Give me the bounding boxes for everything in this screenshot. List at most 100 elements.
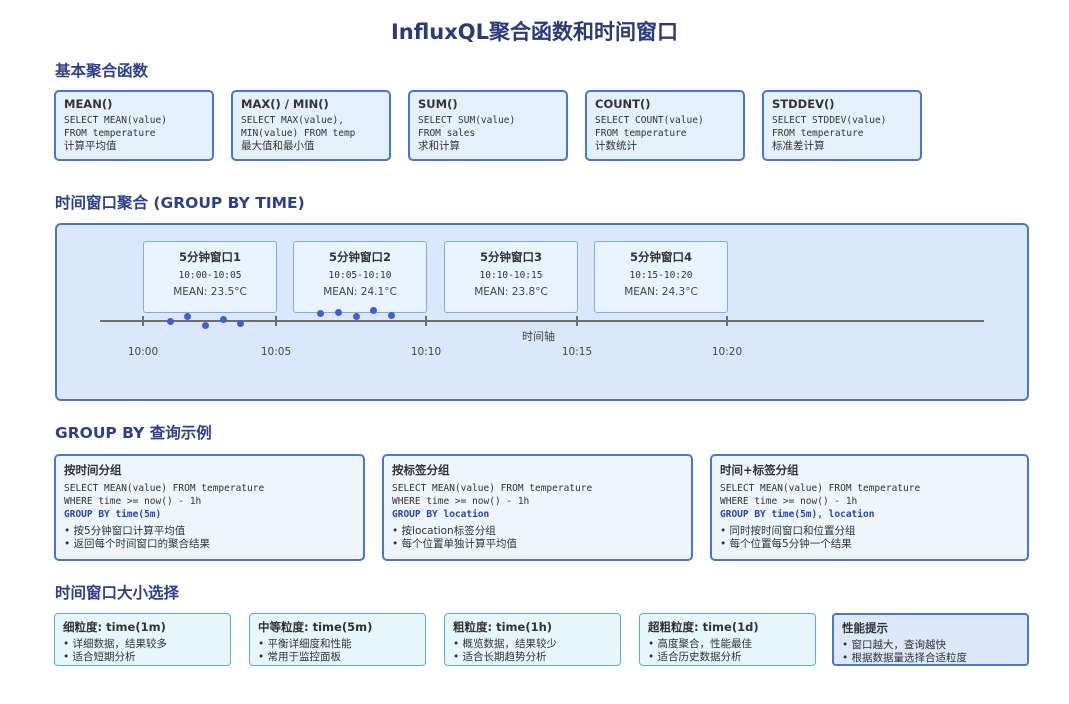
function-description: 计算平均值	[64, 140, 117, 152]
window-mean: MEAN: 24.3°C	[624, 286, 698, 298]
function-description: 计数统计	[595, 140, 637, 152]
size-title: 中等粒度: time(5m)	[258, 620, 373, 634]
size-card-coarse: 粗粒度: time(1h) • 概览数据，结果较少 • 适合长期趋势分析	[444, 613, 621, 666]
example-card-time: 按时间分组 SELECT MEAN(value) FROM temperatur…	[54, 454, 365, 561]
section-title-basic: 基本聚合函数	[55, 62, 149, 80]
size-bullet: • 常用于监控面板	[258, 651, 342, 663]
window-mean: MEAN: 23.8°C	[474, 286, 548, 298]
function-code-line: SELECT STDDEV(value)	[772, 115, 887, 126]
axis-tick	[576, 316, 578, 326]
section-title-time-window: 时间窗口聚合 (GROUP BY TIME)	[55, 194, 305, 212]
function-code-line: FROM temperature	[772, 128, 864, 139]
function-name: SUM()	[418, 97, 458, 111]
window-mean: MEAN: 23.5°C	[173, 286, 247, 298]
time-window-box-3: 5分钟窗口3 10:10-10:15 MEAN: 23.8°C	[444, 241, 578, 313]
window-range: 10:05-10:10	[328, 270, 392, 281]
size-card-fine: 细粒度: time(1m) • 详细数据，结果较多 • 适合短期分析	[54, 613, 231, 666]
size-title: 超粗粒度: time(1d)	[648, 620, 759, 634]
example-title: 时间+标签分组	[720, 463, 799, 477]
example-code-line: WHERE time >= now() - 1h	[64, 496, 202, 507]
window-title: 5分钟窗口1	[178, 250, 241, 264]
example-code-highlight: GROUP BY time(5m)	[64, 509, 162, 520]
example-code-line: WHERE time >= now() - 1h	[720, 496, 858, 507]
example-card-tag: 按标签分组 SELECT MEAN(value) FROM temperatur…	[382, 454, 693, 561]
size-bullet: • 适合短期分析	[63, 651, 136, 663]
example-code-highlight: GROUP BY location	[392, 509, 490, 520]
window-title: 5分钟窗口3	[479, 250, 542, 264]
function-code-line: SELECT SUM(value)	[418, 115, 516, 126]
function-description: 最大值和最小值	[241, 140, 315, 152]
window-range: 10:15-10:20	[629, 270, 693, 281]
function-code-line: SELECT MAX(value),	[241, 115, 344, 126]
window-range: 10:10-10:15	[479, 270, 543, 281]
size-title: 细粒度: time(1m)	[63, 620, 166, 634]
data-point	[236, 319, 244, 327]
size-card-very-coarse: 超粗粒度: time(1d) • 高度聚合，性能最佳 • 适合历史数据分析	[639, 613, 816, 666]
example-bullet: • 返回每个时间窗口的聚合结果	[64, 538, 211, 550]
data-point	[316, 309, 324, 317]
window-range: 10:00-10:05	[178, 270, 242, 281]
time-window-box-1: 5分钟窗口1 10:00-10:05 MEAN: 23.5°C	[143, 241, 277, 313]
example-title: 按时间分组	[64, 463, 122, 477]
axis-tick-label: 10:05	[260, 346, 292, 358]
example-title: 按标签分组	[392, 463, 450, 477]
example-code-highlight: GROUP BY time(5m), location	[720, 509, 875, 520]
window-title: 5分钟窗口2	[328, 250, 391, 264]
size-bullet: • 高度聚合，性能最佳	[648, 638, 753, 650]
data-point	[219, 315, 227, 323]
function-code-line: MIN(value) FROM temp	[241, 128, 356, 139]
size-title: 性能提示	[842, 621, 888, 635]
window-title: 5分钟窗口4	[629, 250, 692, 264]
performance-tip-card: 性能提示 • 窗口越大，查询越快 • 根据数据量选择合适粒度	[832, 613, 1029, 666]
example-code-line: SELECT MEAN(value) FROM temperature	[720, 483, 921, 494]
function-name: STDDEV()	[772, 97, 835, 111]
function-description: 标准差计算	[772, 140, 825, 152]
axis-tick-label: 10:00	[127, 346, 159, 358]
size-bullet: • 详细数据，结果较多	[63, 638, 168, 650]
axis-tick-label: 10:20	[711, 346, 743, 358]
time-window-box-2: 5分钟窗口2 10:05-10:10 MEAN: 24.1°C	[293, 241, 427, 313]
function-card-count: COUNT() SELECT COUNT(value) FROM tempera…	[585, 90, 745, 161]
function-card-stddev: STDDEV() SELECT STDDEV(value) FROM tempe…	[762, 90, 922, 161]
function-code-line: SELECT COUNT(value)	[595, 115, 704, 126]
function-name: COUNT()	[595, 97, 651, 111]
example-code-line: SELECT MEAN(value) FROM temperature	[392, 483, 593, 494]
data-point	[387, 311, 395, 319]
size-bullet: • 平衡详细度和性能	[258, 638, 352, 650]
data-point	[369, 306, 377, 314]
axis-tick-label: 10:15	[561, 346, 593, 358]
time-axis-caption: 时间轴	[522, 330, 555, 343]
function-card-max-min: MAX() / MIN() SELECT MAX(value), MIN(val…	[231, 90, 391, 161]
function-code-line: FROM temperature	[64, 128, 156, 139]
example-code-line: SELECT MEAN(value) FROM temperature	[64, 483, 265, 494]
size-bullet: • 根据数据量选择合适粒度	[842, 652, 968, 664]
size-bullet: • 窗口越大，查询越快	[842, 639, 947, 651]
function-name: MEAN()	[64, 97, 113, 111]
data-point	[201, 321, 209, 329]
data-point	[334, 308, 342, 316]
page-title: InfluxQL聚合函数和时间窗口	[390, 20, 679, 44]
axis-tick	[425, 316, 427, 326]
data-point	[352, 312, 360, 320]
time-window-box-4: 5分钟窗口4 10:15-10:20 MEAN: 24.3°C	[594, 241, 728, 313]
data-point	[183, 312, 191, 320]
axis-tick-label: 10:10	[410, 346, 442, 358]
window-mean: MEAN: 24.1°C	[323, 286, 397, 298]
size-bullet: • 适合历史数据分析	[648, 651, 742, 663]
section-title-group-by: GROUP BY 查询示例	[55, 424, 212, 442]
size-bullet: • 适合长期趋势分析	[453, 651, 547, 663]
function-card-mean: MEAN() SELECT MEAN(value) FROM temperatu…	[54, 90, 214, 161]
size-title: 粗粒度: time(1h)	[453, 620, 553, 634]
size-card-medium: 中等粒度: time(5m) • 平衡详细度和性能 • 常用于监控面板	[249, 613, 426, 666]
function-code-line: SELECT MEAN(value)	[64, 115, 167, 126]
data-point	[166, 317, 174, 325]
function-code-line: FROM temperature	[595, 128, 687, 139]
axis-tick	[142, 316, 144, 326]
example-card-time-tag: 时间+标签分组 SELECT MEAN(value) FROM temperat…	[710, 454, 1029, 561]
function-name: MAX() / MIN()	[241, 97, 329, 111]
time-axis-line	[100, 320, 984, 322]
size-bullet: • 概览数据，结果较少	[453, 638, 558, 650]
example-bullet: • 按5分钟窗口计算平均值	[64, 525, 186, 537]
example-bullet: • 每个位置每5分钟一个结果	[720, 538, 852, 550]
axis-tick	[275, 316, 277, 326]
